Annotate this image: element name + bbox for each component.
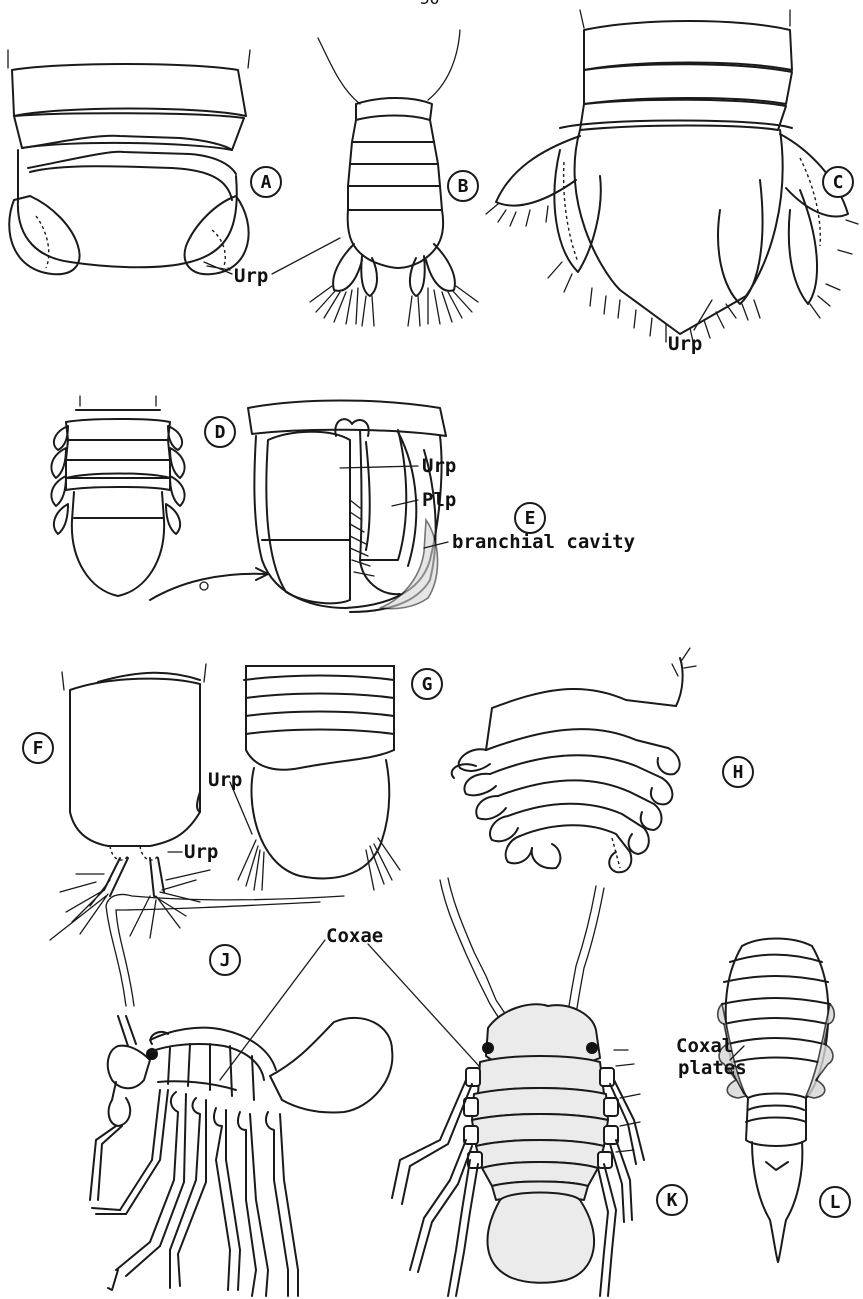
panel-label-c: C	[833, 172, 844, 193]
panel-label-g: G	[422, 674, 433, 695]
specimen-l-dorsal	[718, 939, 835, 1263]
panel-label-e: E	[525, 508, 536, 529]
urp-leader-e	[340, 466, 418, 468]
panel-label-h: H	[733, 762, 744, 783]
urp-label-g: Urp	[208, 769, 242, 791]
specimen-k-dorsal	[392, 878, 644, 1296]
plp-label-e: Plp	[422, 489, 456, 511]
panel-label-j: J	[220, 950, 231, 971]
page-number: 56	[420, 0, 439, 8]
panel-label-k: K	[667, 1190, 678, 1211]
urp-label-c: Urp	[668, 333, 702, 355]
specimen-h-pleon	[452, 648, 696, 872]
panel-label-l: L	[830, 1192, 841, 1213]
branchial-cavity-label: branchial cavity	[452, 531, 635, 553]
urp-label-e: Urp	[422, 455, 456, 477]
specimen-c-pleon	[486, 10, 858, 346]
panel-label-b: B	[458, 176, 469, 197]
coxal-plates-label-1: Coxal	[676, 1035, 733, 1057]
panel-label-d: D	[215, 422, 226, 443]
coxal-plates-label-2: plates	[678, 1057, 747, 1079]
urp-label-a: Urp	[234, 265, 268, 287]
specimen-d-pleon	[51, 396, 184, 596]
urp-leader-c	[694, 300, 712, 330]
urp-leader-b	[272, 238, 340, 274]
panel-label-a: A	[261, 172, 272, 193]
specimen-g-pleon	[238, 666, 400, 890]
coxae-label: Coxae	[326, 925, 383, 947]
specimen-j-lateral	[90, 894, 392, 1296]
urp-label-f: Urp	[184, 841, 218, 863]
specimen-a-pleon	[8, 50, 250, 274]
panel-label-f: F	[33, 738, 44, 759]
plp-leader-e	[392, 500, 418, 506]
specimen-e-ventral	[248, 401, 446, 613]
transition-arrow-node	[200, 582, 208, 590]
